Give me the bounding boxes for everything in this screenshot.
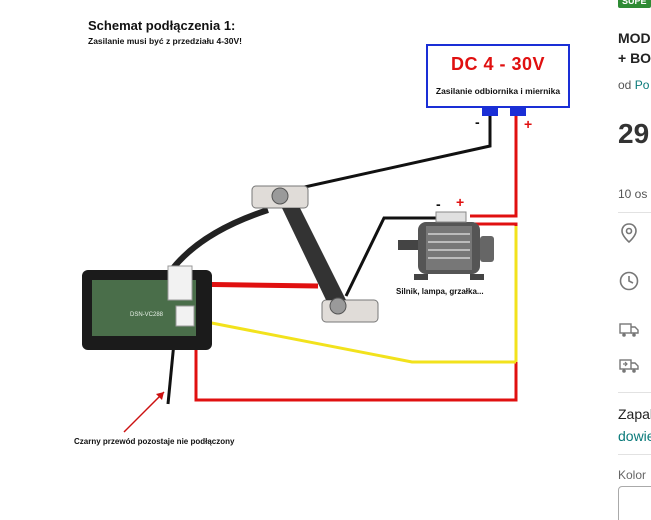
- product-side-panel: SUPE MOD + BO od Po 29 10 os: [608, 0, 651, 520]
- from-label: od: [618, 78, 632, 92]
- ps-terminal-positive: [510, 108, 526, 116]
- product-title[interactable]: MOD + BO: [618, 28, 651, 68]
- motor-label: Silnik, lampa, grzałka...: [396, 287, 484, 296]
- motor-icon: [398, 211, 494, 280]
- people-bought: 10 os: [618, 187, 648, 201]
- product-title-line1: MOD: [618, 30, 651, 46]
- shunt-resistor: [251, 185, 379, 323]
- arrow-line: [123, 391, 165, 433]
- divider: [618, 454, 651, 455]
- truck-icon: [619, 323, 639, 337]
- super-badge: SUPE: [618, 0, 651, 8]
- learn-more-link[interactable]: dowie: [618, 428, 651, 444]
- motor-plus-sign: +: [456, 194, 465, 210]
- diagram-subheading: Zasilanie musi być z przedziału 4-30V!: [88, 36, 242, 46]
- seller-link[interactable]: Po: [634, 78, 650, 92]
- location-pin-icon: [621, 223, 637, 244]
- black-wire-ps-to-shunt: [281, 112, 492, 194]
- motor-minus-sign: -: [436, 196, 441, 212]
- diagram-heading: Schemat podłączenia 1:: [88, 18, 236, 33]
- color-select[interactable]: [618, 486, 651, 520]
- meter-model-label: DSN-VC288: [130, 312, 164, 318]
- black-wire-note: Czarny przewód pozostaje nie podłączony: [74, 437, 235, 446]
- delivery-text: Zapal: [618, 406, 651, 422]
- ps-minus-sign: -: [475, 114, 480, 130]
- price: 29: [618, 118, 650, 149]
- red-wire-ps-to-load: [470, 112, 518, 218]
- divider: [618, 212, 651, 213]
- power-supply-title: DC 4 - 30V: [450, 54, 546, 74]
- return-truck-icon: [619, 359, 639, 373]
- arrow-head-icon: [156, 392, 164, 400]
- seller-line: od Po: [618, 78, 649, 92]
- divider: [618, 392, 651, 393]
- voltmeter-ammeter: DSN-VC288: [82, 265, 212, 350]
- ps-terminal-negative: [482, 108, 498, 116]
- thick-black-wire: [167, 207, 269, 274]
- black-wire-shunt-to-load: [344, 216, 438, 297]
- clock-icon: [619, 271, 639, 291]
- power-supply-box: DC 4 - 30V Zasilanie odbiornika i mierni…: [426, 44, 570, 108]
- product-title-line2: + BO: [618, 50, 651, 66]
- red-wire-bottom-loop: [194, 222, 518, 402]
- power-supply-subtitle: Zasilanie odbiornika i miernika: [435, 86, 561, 96]
- yellow-wire: [185, 316, 516, 364]
- color-label: Kolor: [618, 468, 647, 482]
- ps-plus-sign: +: [524, 116, 533, 132]
